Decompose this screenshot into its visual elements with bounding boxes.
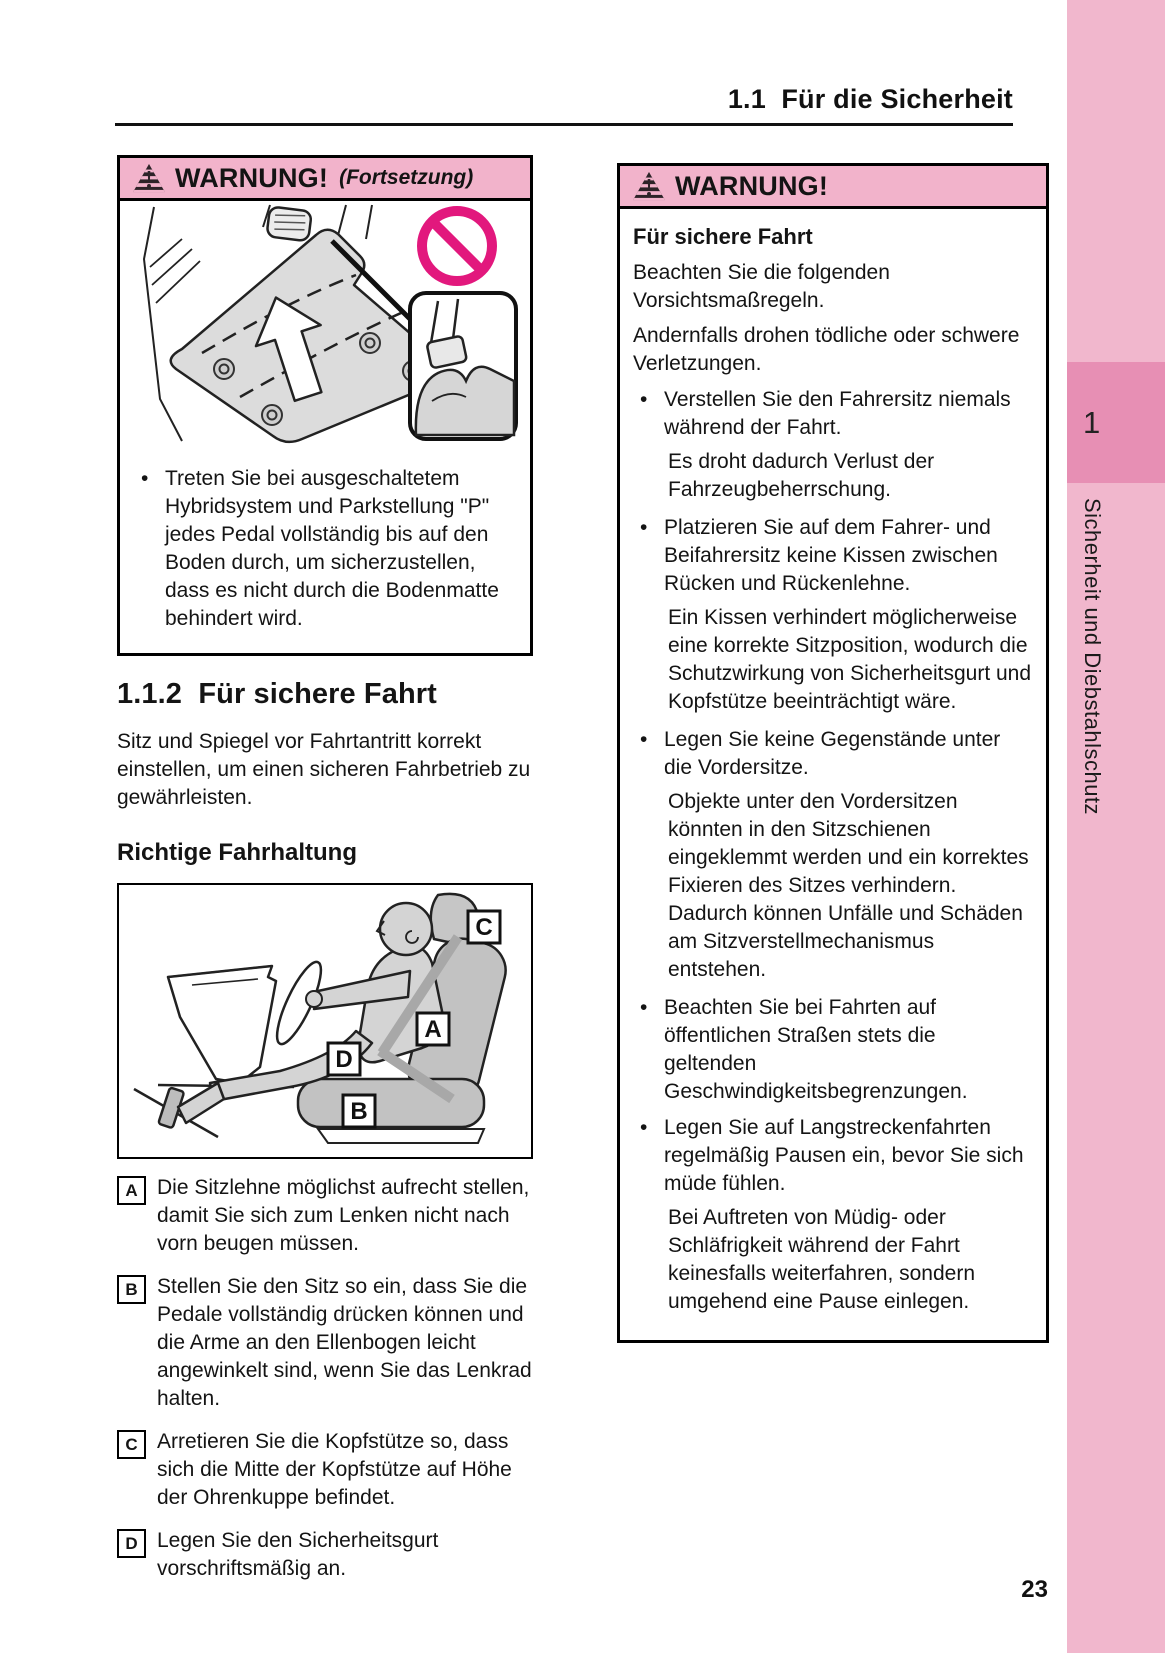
item-text: Legen Sie den Sicherheitsgurt vorschrift… xyxy=(157,1529,439,1580)
chapter-title: Sicherheit und Diebstahlschutz xyxy=(1080,498,1105,816)
warning-header: WARNUNG! xyxy=(620,166,1046,209)
right-column: WARNUNG! Für sichere Fahrt Beachten Sie … xyxy=(617,163,1049,1343)
floor-mat-figure xyxy=(120,201,530,449)
driving-posture-figure: C A D B xyxy=(117,883,533,1159)
warning-triangle-icon xyxy=(133,163,165,193)
pedal-inset xyxy=(408,291,518,441)
item-marker: A xyxy=(117,1176,146,1205)
page-number: 23 xyxy=(1021,1576,1048,1603)
figure-label-c: C xyxy=(466,909,502,945)
warning-title: WARNUNG! xyxy=(175,162,329,193)
warning-bullet-detail: Ein Kissen verhindert möglicherweise ein… xyxy=(668,606,1032,713)
figure-label-d: D xyxy=(326,1041,362,1077)
svg-text:A: A xyxy=(424,1016,441,1043)
section-intro: Sitz und Spiegel vor Fahrtantritt korrek… xyxy=(117,730,531,809)
warning-continuation: (Fortsetzung) xyxy=(339,166,474,189)
section-heading: 1.1.2 Für sichere Fahrt xyxy=(117,678,437,710)
warning-body: Für sichere Fahrt Beachten Sie die folge… xyxy=(620,209,1046,1340)
list-item: C Arretieren Sie die Kopfstütze so, dass… xyxy=(117,1428,533,1512)
warning-header: WARNUNG! (Fortsetzung) xyxy=(120,158,530,201)
warning-triangle-icon xyxy=(633,171,665,201)
warning-bullet-detail: Bei Auftreten von Müdig- oder Schläfrigk… xyxy=(668,1206,976,1313)
warning-bullet: Legen Sie auf Langstreckenfahrten regelm… xyxy=(633,1114,1033,1198)
item-text: Arretieren Sie die Kopfstütze so, dass s… xyxy=(157,1430,512,1509)
warning-body: Treten Sie bei ausgeschaltetem Hybridsys… xyxy=(120,449,530,653)
warning-bullet-detail: Objekte unter den Vordersitzen könnten i… xyxy=(668,790,1029,981)
figure-label-b: B xyxy=(341,1093,377,1129)
warning-bullet-detail: Es droht dadurch Verlust der Fahrzeugbeh… xyxy=(668,450,935,501)
chapter-number: 1 xyxy=(1083,404,1101,440)
posture-item-list: A Die Sitzlehne möglichst aufrecht stell… xyxy=(117,1174,533,1583)
chapter-number-tab: 1 xyxy=(1067,362,1165,483)
item-text: Stellen Sie den Sitz so ein, dass Sie di… xyxy=(157,1275,532,1410)
item-marker: D xyxy=(117,1529,146,1558)
warning-bullet: Beachten Sie bei Fahrten auf öffentliche… xyxy=(633,994,1033,1106)
list-item: B Stellen Sie den Sitz so ein, dass Sie … xyxy=(117,1273,533,1413)
item-marker: B xyxy=(117,1275,146,1304)
chapter-sidebar: 1 Sicherheit und Diebstahlschutz xyxy=(1067,0,1165,1653)
item-marker: C xyxy=(117,1430,146,1459)
warning-title: WARNUNG! xyxy=(675,170,829,201)
header-divider xyxy=(115,123,1013,126)
warning-bullet: Platzieren Sie auf dem Fahrer- und Beifa… xyxy=(633,514,1033,598)
svg-text:C: C xyxy=(475,914,492,941)
left-column: WARNUNG! (Fortsetzung) xyxy=(117,155,533,1583)
warning-intro: Andernfalls drohen tödliche oder schwere… xyxy=(633,324,1020,375)
warning-subtitle: Für sichere Fahrt xyxy=(633,224,813,249)
list-item: D Legen Sie den Sicherheitsgurt vorschri… xyxy=(117,1527,533,1583)
item-text: Die Sitzlehne möglichst aufrecht stellen… xyxy=(157,1176,530,1255)
warning-bullet: Legen Sie keine Gegenstände unter die Vo… xyxy=(633,726,1033,782)
list-item: A Die Sitzlehne möglichst aufrecht stell… xyxy=(117,1174,533,1258)
warning-bullet: Treten Sie bei ausgeschaltetem Hybridsys… xyxy=(134,465,516,633)
warning-box-continued: WARNUNG! (Fortsetzung) xyxy=(117,155,533,656)
figure-label-a: A xyxy=(415,1011,451,1047)
page-title: 1.1 Für die Sicherheit xyxy=(727,84,1013,114)
subsection-heading: Richtige Fahrhaltung xyxy=(117,839,357,866)
svg-text:B: B xyxy=(350,1098,367,1125)
warning-box-safe-driving: WARNUNG! Für sichere Fahrt Beachten Sie … xyxy=(617,163,1049,1343)
svg-text:D: D xyxy=(335,1046,352,1073)
prohibition-icon xyxy=(417,206,497,286)
warning-bullet: Verstellen Sie den Fahrersitz niemals wä… xyxy=(633,386,1033,442)
warning-intro: Beachten Sie die folgenden Vorsichtsmaßr… xyxy=(633,261,890,312)
